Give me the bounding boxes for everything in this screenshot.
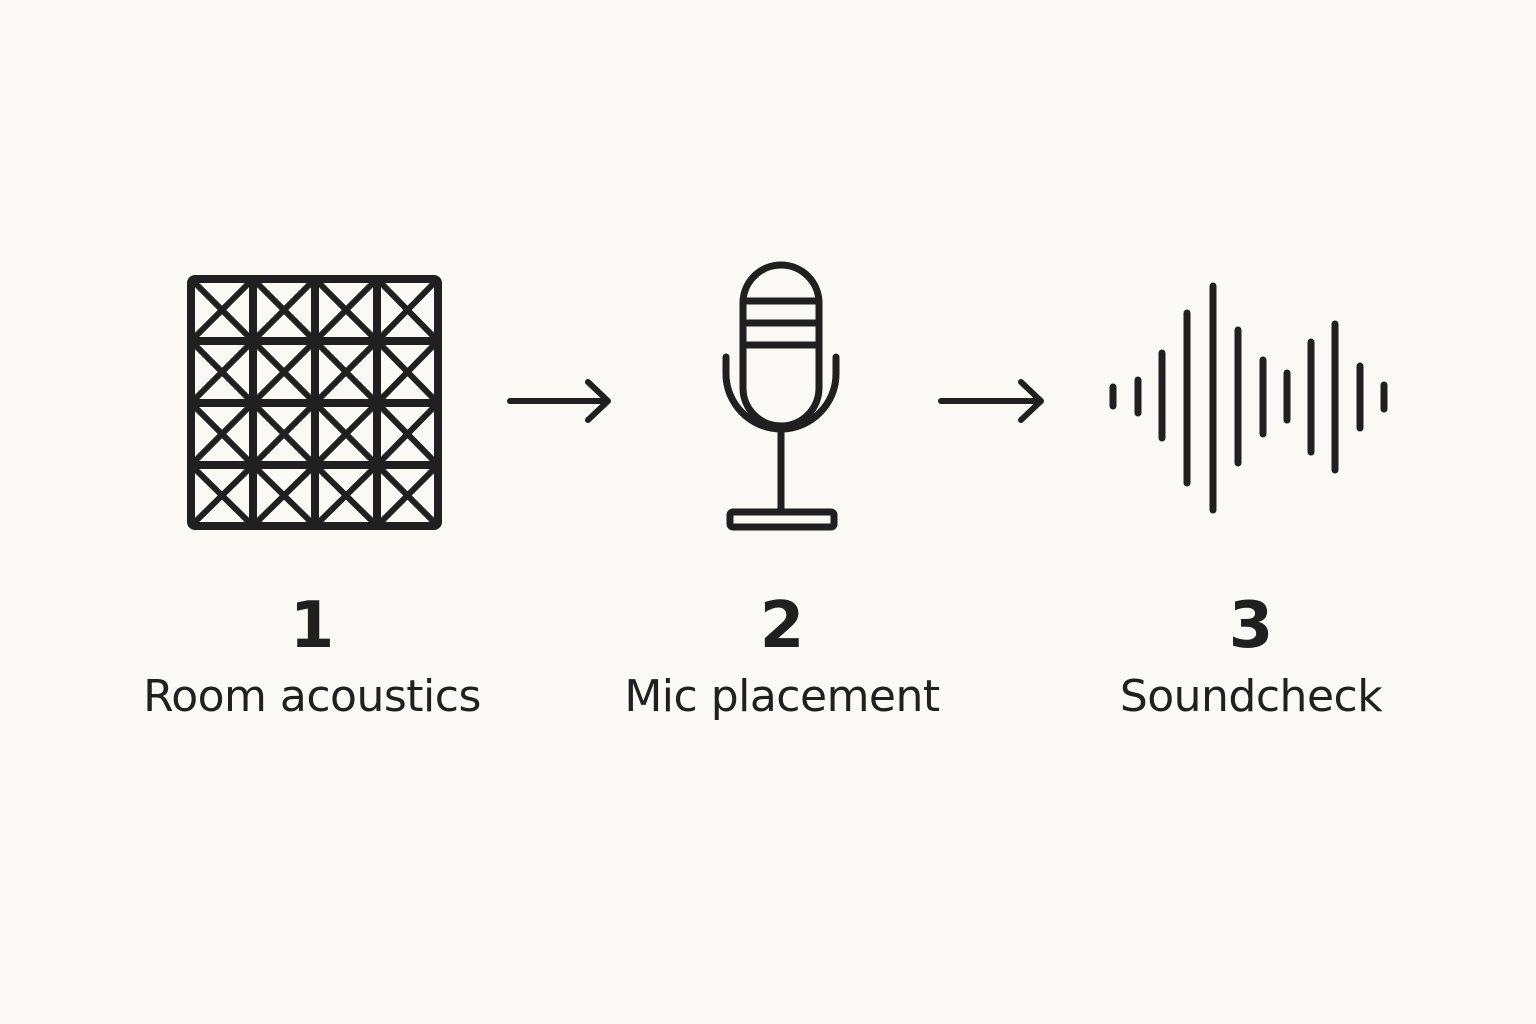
acoustic-panel-icon [187, 275, 442, 530]
step-soundcheck: 3 Soundcheck [1041, 594, 1461, 723]
step-number: 1 [289, 589, 335, 663]
step-number: 3 [1228, 589, 1274, 663]
step-room-acoustics: 1 Room acoustics [102, 594, 522, 723]
step-mic-placement: 2 Mic placement [572, 594, 992, 723]
step-label: Soundcheck [1119, 671, 1383, 722]
arrow-right-icon [507, 379, 611, 423]
step-label: Room acoustics [143, 671, 481, 722]
sound-wave-icon [1109, 282, 1388, 514]
microphone-icon [722, 261, 840, 531]
arrow-right-icon [938, 379, 1044, 423]
step-number: 2 [759, 589, 805, 663]
step-label: Mic placement [624, 671, 940, 722]
